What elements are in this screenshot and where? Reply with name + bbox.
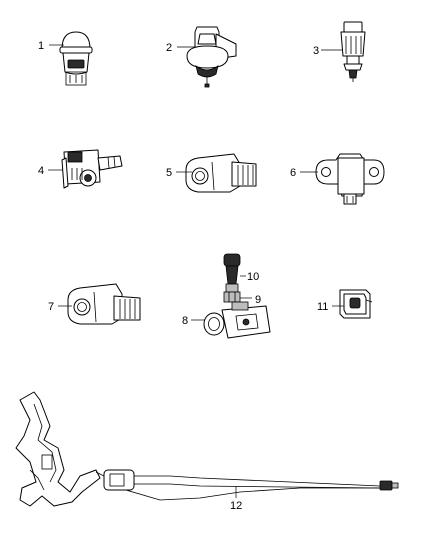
- part-8-clamp-sensor: [203, 301, 271, 339]
- part-10-valve-stem: [223, 253, 241, 293]
- callout-10: 10: [247, 271, 259, 283]
- callout-11: 11: [317, 301, 328, 313]
- part-1-sensor: [59, 31, 93, 86]
- callout-8: 8: [182, 315, 188, 327]
- part-11-connector: [339, 289, 373, 319]
- part-4-sensor: [61, 149, 123, 189]
- part-5-sensor: [185, 153, 257, 193]
- callout-5: 5: [166, 167, 172, 179]
- part-7-sensor: [67, 283, 141, 325]
- part-2-sensor: [186, 26, 237, 88]
- callout-6: 6: [290, 167, 296, 179]
- callout-2: 2: [166, 42, 172, 54]
- callout-7: 7: [48, 301, 54, 313]
- callout-3: 3: [313, 45, 319, 57]
- part-12-sensor-mat: [15, 391, 399, 507]
- part-3-sensor: [340, 21, 366, 82]
- callout-1: 1: [38, 40, 44, 52]
- callout-9: 9: [255, 294, 261, 306]
- callout-12: 12: [230, 500, 242, 512]
- part-9-nut: [223, 291, 241, 303]
- callout-4: 4: [38, 165, 44, 177]
- part-6-sensor: [315, 153, 385, 205]
